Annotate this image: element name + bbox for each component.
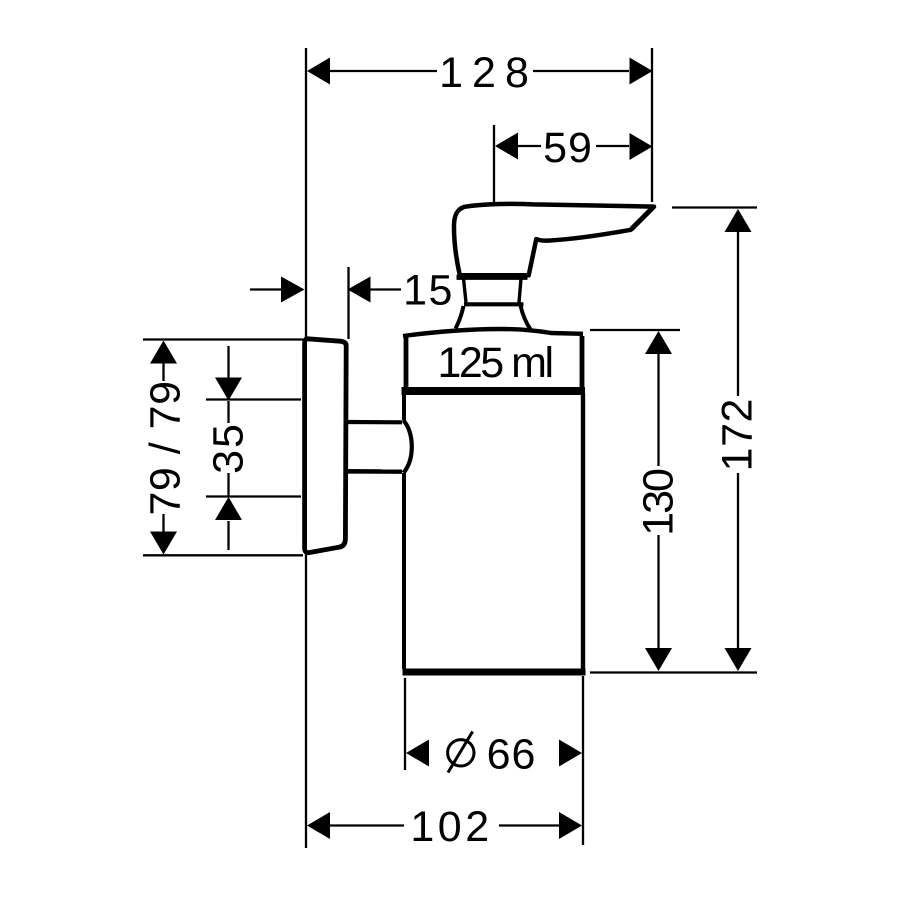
svg-text:102: 102 [410, 803, 492, 851]
svg-text:35: 35 [205, 422, 253, 474]
svg-text:125 ml: 125 ml [437, 339, 551, 387]
svg-text:66: 66 [487, 731, 537, 779]
svg-text:130: 130 [635, 469, 683, 536]
svg-text:79 / 79: 79 / 79 [142, 381, 190, 516]
svg-text:128: 128 [439, 49, 538, 97]
svg-text:15: 15 [403, 267, 454, 315]
svg-text:59: 59 [543, 124, 593, 172]
svg-text:172: 172 [714, 398, 762, 471]
